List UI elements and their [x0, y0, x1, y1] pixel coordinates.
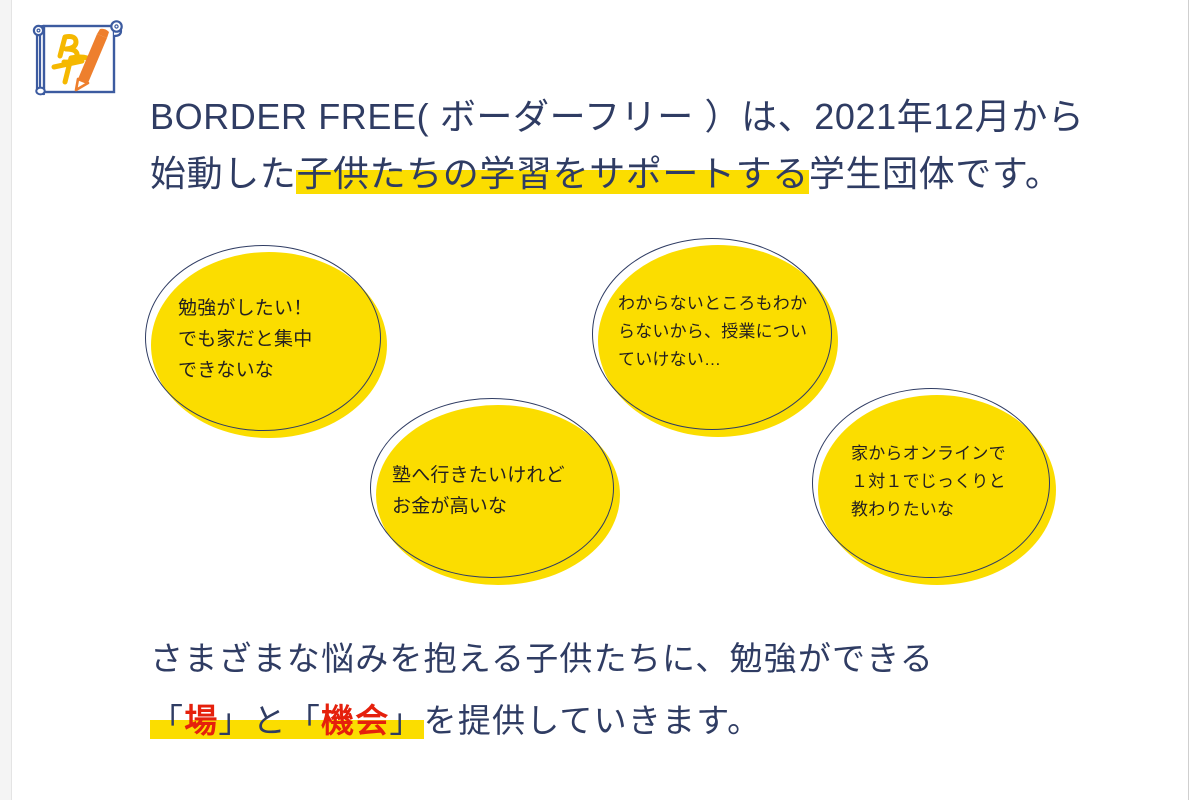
bubble-outline	[592, 238, 832, 430]
heading-line-1: BORDER FREE( ボーダーフリー ）は、2021年12月から	[150, 96, 1085, 137]
bubble-outline	[812, 388, 1050, 578]
left-gutter	[0, 0, 11, 800]
right-gutter-edge	[1188, 0, 1189, 800]
speech-bubble-cannot-follow-class: わからないところもわか らないから、授業につい ていけない…	[592, 238, 838, 437]
heading-line-2: 始動した子供たちの学習をサポートする学生団体です。	[150, 145, 1150, 202]
bubble-text: 勉強がしたい！ でも家だと集中 できないな	[178, 298, 313, 381]
bubble-outline	[145, 245, 381, 431]
speech-bubble-study-at-home: 勉強がしたい！ でも家だと集中 できないな	[145, 245, 387, 438]
bubble-text: 塾へ行きたいけれど お金が高いな	[392, 465, 565, 517]
logo-scroll-icon	[32, 20, 123, 96]
footer-bracket-close-2: 」	[389, 702, 424, 739]
footer-message: さまざまな悩みを抱える子供たちに、勉強ができる 「場」と「機会」を提供していきま…	[150, 628, 1150, 752]
footer-keyword-opportunity: 機会	[321, 702, 390, 739]
speech-bubble-cram-school-expensive: 塾へ行きたいけれど お金が高いな	[370, 398, 620, 585]
bubble-text: わからないところもわか らないから、授業につい ていけない…	[618, 294, 808, 369]
footer-bracket-close-1: 」	[218, 702, 253, 739]
logo-pencil-icon	[74, 28, 109, 92]
speech-bubble-online-one-on-one: 家からオンラインで １対１でじっくりと 教わりたいな	[812, 388, 1056, 585]
footer-highlight: 「場」と「機会」	[150, 702, 424, 739]
heading-line2-post: 学生団体です。	[808, 153, 1062, 194]
footer-line-1: さまざまな悩みを抱える子供たちに、勉強ができる	[150, 640, 934, 677]
footer-conjunction: と	[252, 702, 287, 739]
footer-line-2: 「場」と「機会」を提供していきます。	[150, 690, 1150, 752]
footer-keyword-place: 場	[184, 702, 219, 739]
heading-highlight: 子供たちの学習をサポートする	[296, 153, 809, 194]
footer-bracket-open-1: 「	[150, 702, 185, 739]
heading-line2-pre: 始動した	[150, 153, 297, 194]
logo-monogram-bf	[51, 34, 90, 85]
border-free-logo	[24, 12, 132, 116]
right-gutter	[1189, 0, 1200, 800]
left-gutter-edge	[11, 0, 12, 800]
bubble-outline	[370, 398, 614, 578]
bubble-text: 家からオンラインで １対１でじっくりと 教わりたいな	[851, 444, 1006, 519]
page-title: BORDER FREE( ボーダーフリー ）は、2021年12月から 始動した子…	[150, 88, 1150, 202]
footer-line2-tail: を提供していきます。	[423, 702, 762, 739]
footer-bracket-open-2: 「	[286, 702, 322, 739]
